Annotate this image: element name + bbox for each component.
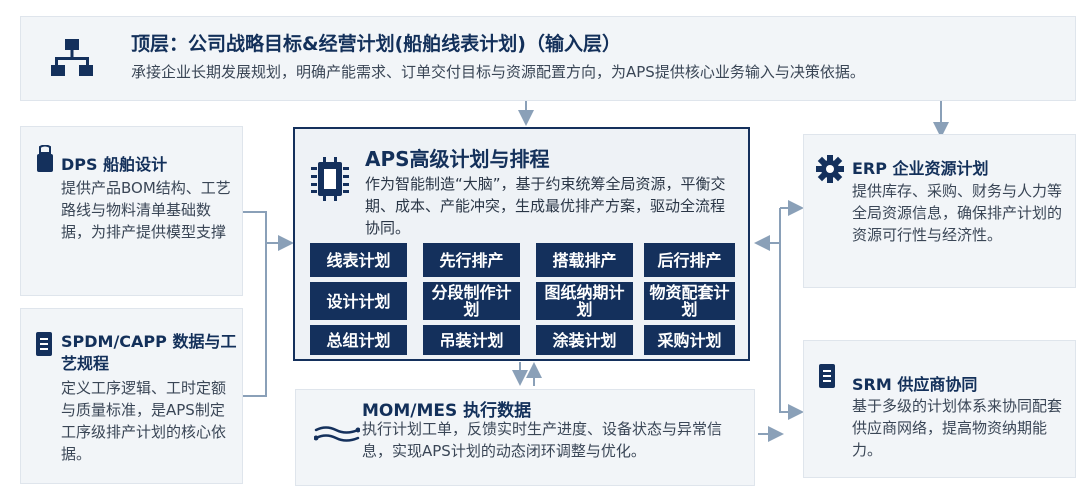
document-icon [819, 364, 835, 388]
chip-icon [311, 157, 349, 201]
srm-title: SRM 供应商协同 [852, 375, 978, 394]
aps-box: APS高级计划与排程 作为智能制造“大脑”，基于约束统筹全局资源，平衡交期、成本… [293, 127, 750, 361]
erp-desc: 提供库存、采购、财务与人力等全局资源信息，确保排产计划的资源可行性与经济性。 [852, 182, 1063, 244]
erp-box: ERP 企业资源计划 提供库存、采购、财务与人力等全局资源信息，确保排产计划的资… [803, 134, 1076, 288]
ship-design-icon [37, 145, 53, 172]
sitemap-icon [51, 39, 93, 76]
arrow-aps-to-srm [779, 243, 804, 420]
aps-title: APS高级计划与排程 [365, 147, 550, 171]
top-layer-desc: 承接企业长期发展规划，明确产能需求、订单交付目标与资源配置方向，为APS提供核心… [131, 63, 865, 81]
module-chip: 分段制作计划 [423, 282, 520, 320]
module-chip: 吊装计划 [423, 325, 520, 355]
module-chip: 涂装计划 [536, 325, 633, 355]
top-layer-box: 顶层：公司战略目标&经营计划(船舶线表计划)（输入层） 承接企业长期发展规划，明… [20, 16, 1076, 101]
module-chip: 先行排产 [423, 243, 520, 277]
mom-desc: 执行计划工单，反馈实时生产进度、设备状态与异常信息，实现APS计划的动态闭环调整… [362, 420, 723, 460]
erp-title: ERP 企业资源计划 [852, 159, 989, 178]
module-chip: 采购计划 [644, 325, 735, 355]
aps-desc: 作为智能制造“大脑”，基于约束统筹全局资源，平衡交期、成本、产能冲突，生成最优排… [365, 175, 726, 237]
gear-icon [816, 155, 844, 183]
mom-box: MOM/MES 执行数据 执行计划工单，反馈实时生产进度、设备状态与异常信息，实… [295, 389, 755, 486]
module-chip: 物资配套计划 [644, 282, 735, 320]
document-icon [36, 332, 52, 356]
dps-title: DPS 船舶设计 [61, 155, 168, 174]
module-chip: 图纸纳期计划 [536, 282, 633, 320]
module-chip: 后行排产 [644, 243, 735, 277]
top-layer-title: 顶层：公司战略目标&经营计划(船舶线表计划)（输入层） [131, 33, 621, 55]
data-flow-icon [314, 426, 360, 442]
mom-title: MOM/MES 执行数据 [362, 401, 532, 421]
arrow-erp-to-aps [754, 208, 781, 251]
spdm-desc: 定义工序逻辑、工时定额与质量标准，是APS制定工序级排产计划的核心依据。 [61, 379, 227, 463]
srm-desc: 基于多级的计划体系来协同配套供应商网络，提高物资纳期能力。 [852, 397, 1063, 459]
arrow-left-bus [243, 211, 267, 397]
dps-box: DPS 船舶设计 提供产品BOM结构、工艺路线与物料清单基础数据，为排产提供模型… [20, 126, 243, 296]
module-chip: 设计计划 [310, 282, 407, 320]
spdm-title: SPDM/CAPP 数据与工艺规程 [61, 332, 237, 373]
module-chip: 总组计划 [310, 325, 407, 355]
module-chip: 搭载排产 [536, 243, 633, 277]
dps-desc: 提供产品BOM结构、工艺路线与物料清单基础数据，为排产提供模型支撑 [61, 179, 231, 241]
spdm-box: SPDM/CAPP 数据与工艺规程 定义工序逻辑、工时定额与质量标准，是APS制… [20, 308, 243, 484]
module-chip: 线表计划 [310, 243, 407, 277]
srm-box: SRM 供应商协同 基于多级的计划体系来协同配套供应商网络，提高物资纳期能力。 [803, 340, 1076, 478]
